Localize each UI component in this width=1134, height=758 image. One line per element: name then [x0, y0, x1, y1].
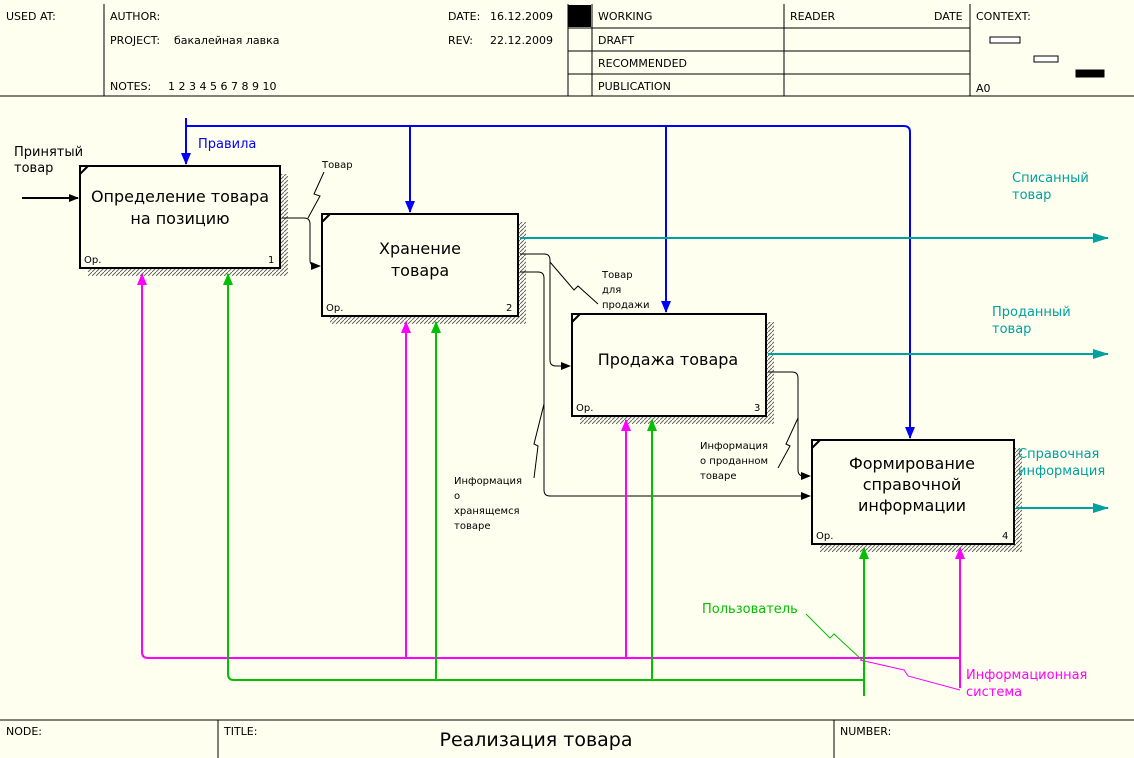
label-info-khran-4: товаре	[454, 521, 490, 532]
diagram-title: Реализация товара	[439, 729, 632, 751]
status-draft: DRAFT	[598, 34, 634, 47]
status-recommended: RECOMMENDED	[598, 57, 687, 70]
reader-date-label: DATE	[934, 10, 963, 23]
box-3-number: 3	[754, 403, 760, 414]
box-4-title-line-1: Формирование	[849, 454, 975, 473]
label-info-prod-3: товаре	[700, 471, 736, 482]
mechanism-arrows-informatsionnaya-sistema[interactable]	[137, 273, 965, 688]
number-label: NUMBER:	[840, 725, 891, 738]
box-2-title-line-1: Хранение	[379, 239, 461, 258]
squiggle-is	[859, 659, 961, 691]
box-1-number: 1	[268, 255, 274, 266]
label-out2-line-2: товар	[992, 322, 1031, 337]
mechanism-arrows-polzovatel[interactable]	[223, 273, 869, 696]
box-4-title-line-3: информации	[858, 496, 966, 515]
used-at-label: USED AT:	[6, 10, 56, 23]
title-label: TITLE:	[223, 725, 257, 738]
status-publication: PUBLICATION	[598, 80, 671, 93]
label-tovar: Товар	[321, 160, 353, 171]
box-4-title-line-2: справочной	[863, 475, 962, 494]
label-info-prod-1: Информация	[700, 441, 768, 452]
box-2-title-line-2: товара	[391, 261, 449, 280]
activity-box-2[interactable]: Хранение товара Op. 2	[321, 213, 526, 324]
label-info-khran-1: Информация	[454, 476, 522, 487]
label-input-line-2: товар	[14, 161, 53, 176]
label-input-line-1: Принятый	[14, 145, 83, 160]
box-2-op: Op.	[326, 303, 343, 314]
control-arrows-pravila[interactable]	[181, 118, 915, 439]
label-is-line-2: система	[966, 685, 1022, 700]
box-1-op: Op.	[84, 255, 101, 266]
context-node: A0	[976, 82, 991, 95]
node-label: NODE:	[6, 725, 42, 738]
box-3-op: Op.	[576, 403, 593, 414]
project-label: PROJECT:	[110, 34, 160, 47]
date-label: DATE:	[448, 10, 480, 23]
label-info-khran-3: хранящемся	[454, 506, 520, 517]
label-out1-line-2: товар	[1012, 188, 1051, 203]
box-1-title-line-1: Определение товара	[91, 187, 269, 206]
arrow-info-khranyashchemsya[interactable]	[520, 271, 811, 500]
label-is-line-1: Информационная	[966, 668, 1087, 683]
footer-frame	[0, 719, 1134, 758]
label-info-khran-2: о	[454, 491, 460, 502]
label-out1-line-1: Списанный	[1012, 171, 1089, 186]
reader-label: READER	[790, 10, 836, 23]
header-frame	[0, 4, 1134, 97]
arrow-info-prodannom[interactable]	[768, 371, 811, 480]
box-1-title-line-2: на позицию	[130, 209, 229, 228]
project-value: бакалейная лавка	[174, 34, 280, 47]
rev-value: 22.12.2009	[490, 34, 553, 47]
box-3-title-line-1: Продажа товара	[598, 350, 738, 369]
label-pravila: Правила	[198, 137, 256, 152]
label-polzovatel: Пользователь	[702, 602, 798, 617]
box-4-op: Op.	[816, 531, 833, 542]
label-info-prod-2: о проданном	[700, 456, 768, 467]
box-4-number: 4	[1002, 531, 1008, 542]
squiggle-user	[805, 613, 863, 661]
context-thumbnail	[989, 36, 1105, 78]
status-working: WORKING	[598, 10, 652, 23]
arrow-tovar[interactable]	[282, 171, 325, 270]
activity-box-3[interactable]: Продажа товара Op. 3	[571, 313, 774, 424]
label-tovar-dlya-prodazhi-3: продажи	[602, 300, 650, 311]
label-tovar-dlya-prodazhi-1: Товар	[601, 270, 633, 281]
rev-label: REV:	[448, 34, 473, 47]
activity-box-1[interactable]: Определение товара на позицию Op. 1	[79, 165, 288, 276]
label-tovar-dlya-prodazhi-2: для	[602, 285, 621, 296]
author-label: AUTHOR:	[110, 10, 160, 23]
label-out3-line-2: информация	[1018, 464, 1105, 479]
notes-value: 1 2 3 4 5 6 7 8 9 10	[168, 80, 276, 93]
box-2-number: 2	[506, 303, 512, 314]
label-out2-line-1: Проданный	[992, 305, 1071, 320]
arrow-tovar-dlya-prodazhi[interactable]	[520, 253, 599, 370]
notes-label: NOTES:	[110, 80, 151, 93]
label-out3-line-1: Справочная	[1018, 447, 1099, 462]
context-label: CONTEXT:	[976, 10, 1031, 23]
working-status-marker	[568, 5, 591, 27]
activity-box-4[interactable]: Формирование справочной информации Op. 4	[811, 439, 1022, 552]
date-value: 16.12.2009	[490, 10, 553, 23]
